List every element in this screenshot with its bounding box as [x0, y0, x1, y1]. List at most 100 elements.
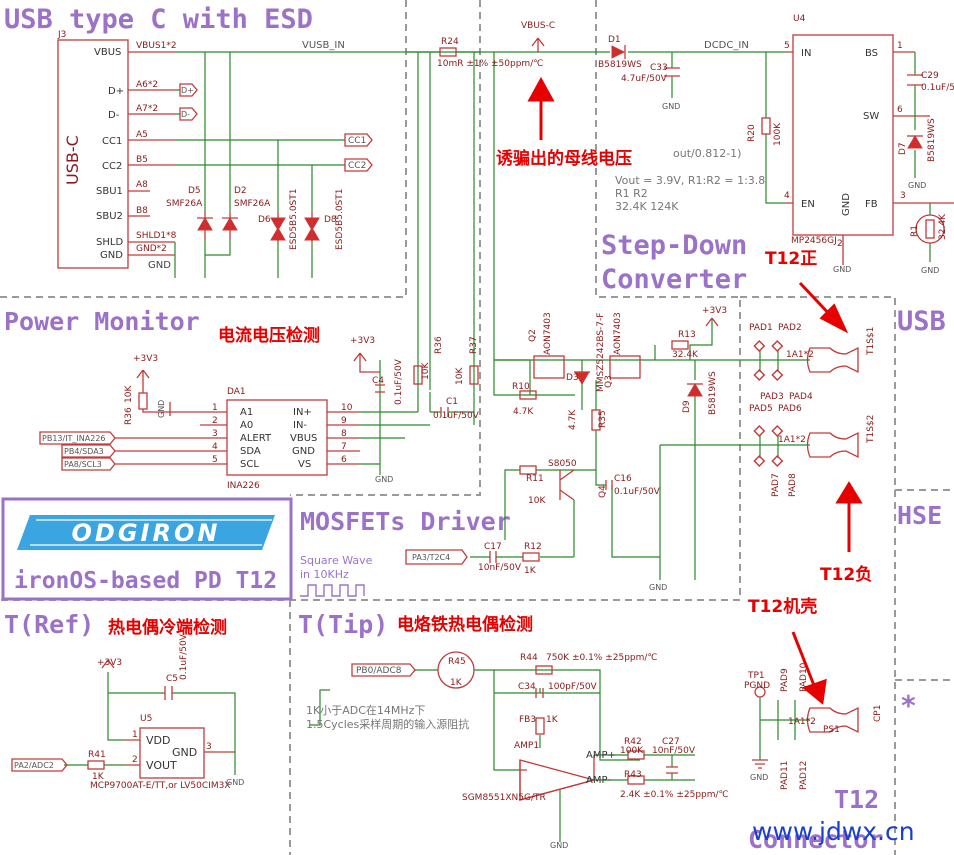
- r41: [87, 760, 105, 770]
- port-dp: D+: [181, 86, 194, 95]
- r1-value: 32.4K: [938, 213, 948, 240]
- section-title-hse: HSE: [897, 501, 942, 530]
- d7-ref: D7: [898, 142, 908, 155]
- v3v3-r13-label: +3V3: [702, 306, 727, 316]
- q3-part: AON7403: [613, 312, 623, 355]
- square-wave-line1: Square Wave: [300, 554, 373, 567]
- annotation-t12-pos: T12正: [765, 249, 817, 269]
- section-title-ttip: T(Tip): [298, 610, 388, 639]
- c27-ref: C27: [662, 737, 680, 747]
- r42-ref: R42: [624, 737, 642, 747]
- amp-part: SGM8551XN5G/TR: [462, 793, 546, 803]
- u4-num-bs: 1: [897, 41, 903, 51]
- r45-ref: R45: [448, 657, 466, 667]
- r35: [591, 409, 601, 431]
- d6-ref: D6: [258, 215, 271, 225]
- usb-pin-dp: D+: [108, 86, 124, 97]
- r41-value: 1K: [92, 772, 105, 782]
- d8-ref: D8: [324, 215, 337, 225]
- r36-b-value: 10K: [421, 362, 431, 380]
- d2-part: SMF26A: [234, 199, 271, 209]
- d8-part: ESD5B5.0ST1: [335, 189, 345, 250]
- q2-ref: Q2: [528, 329, 538, 342]
- gnd-driver: GND: [649, 583, 667, 592]
- port-pb0: PB0/ADC8: [356, 666, 402, 676]
- d7-part: B5819WS: [927, 118, 937, 162]
- pad3: PAD3: [760, 392, 784, 402]
- pad10: PAD10: [799, 662, 809, 692]
- pad1: PAD1: [749, 323, 773, 333]
- usb-pinnum-dm: A7*2: [136, 104, 158, 114]
- q3-ref: Q3: [604, 375, 614, 388]
- section-title-t12: T12: [834, 785, 879, 814]
- usb-pinnum-shld: SHLD1*8: [136, 231, 177, 241]
- logo-subtitle: ironOS-based PD T12: [14, 568, 277, 594]
- gnd-d7: GND: [908, 181, 926, 190]
- r41-ref: R41: [88, 750, 106, 760]
- u4-num-en: 4: [784, 191, 790, 201]
- ps1: PS1: [823, 725, 840, 735]
- usb-pin-shld: SHLD: [96, 237, 123, 248]
- usb-pin-vbus: VBUS: [94, 47, 121, 58]
- gnd-r1: GND: [921, 266, 939, 275]
- r44-ref: R44: [520, 653, 538, 663]
- c4: [375, 384, 385, 393]
- fb3-value: 1K: [546, 715, 559, 725]
- usb-pinnum-cc2: B5: [136, 155, 148, 165]
- r12-value: 1K: [524, 566, 537, 576]
- r13-ref: R13: [678, 330, 696, 340]
- esd-wires: [204, 52, 313, 212]
- d1-part: B5819WS: [598, 60, 642, 70]
- formula-note: out/0.812-1) Vout = 3.9V, R1:R2 = 1:3.8 …: [615, 147, 765, 213]
- c33-ref: C33: [650, 63, 668, 73]
- cp1: CP1: [873, 705, 883, 722]
- c33-value: 4.7uF/50V: [621, 74, 668, 84]
- tip1-pin: 1A1*2: [786, 350, 814, 360]
- u5-pin-gnd: GND: [172, 746, 197, 759]
- ina-num-8: 8: [341, 429, 347, 439]
- port-cc2: CC2: [348, 161, 366, 171]
- amp-plus: AMP+: [586, 750, 616, 761]
- pad4: PAD4: [789, 392, 813, 402]
- usb-c-name: USB-C: [63, 135, 82, 185]
- d7-diode: [907, 135, 923, 149]
- gnd-case: GND: [750, 773, 768, 782]
- port-pb13: PB13/IT_INA226: [42, 434, 106, 443]
- ina-pin-inm: IN-: [293, 420, 307, 431]
- usb-pin-dm: D-: [108, 110, 120, 121]
- ina-num-9: 9: [341, 416, 347, 426]
- usb-pinnum-sbu1: A8: [136, 180, 148, 190]
- ina-pin-vbus: VBUS: [290, 433, 317, 444]
- square-wave-line2: in 10KHz: [300, 568, 349, 581]
- ina-pin-sda: SDA: [240, 446, 261, 457]
- v3v3-u5: [101, 659, 115, 669]
- r37-ref: R37: [469, 336, 479, 354]
- ina226-part: INA226: [227, 481, 260, 491]
- formula-line2: Vout = 3.9V, R1:R2 = 1:3.8: [615, 174, 765, 187]
- u4-part: MP2456GJ: [791, 236, 837, 246]
- u4-pin-fb: FB: [865, 199, 878, 210]
- c4-value: 0.1uF/50V: [394, 358, 404, 405]
- ina-pin-scl: SCL: [240, 459, 259, 470]
- r20-value: 100K: [773, 122, 783, 146]
- port-pa3-shape: [405, 549, 468, 565]
- v3v3-r36-label: +3V3: [133, 354, 158, 364]
- c16-value: 0.1uF/50V: [614, 487, 661, 497]
- annotation-cold-junction: 热电偶冷端检测: [108, 617, 227, 638]
- gnd-amp: GND: [550, 841, 568, 850]
- c17-ref: C17: [484, 542, 502, 552]
- port-pa3: PA3/T2C4: [412, 553, 450, 562]
- q2-part: AON7403: [543, 312, 553, 355]
- c17-value: 10nF/50V: [478, 563, 522, 573]
- ina-pin-inp: IN+: [293, 407, 312, 418]
- u4-pin-gnd: GND: [841, 193, 852, 216]
- c5-ref: C5: [166, 674, 178, 684]
- port-pa2: PA2/ADC2: [14, 761, 54, 770]
- c16: [605, 480, 613, 490]
- r10: [519, 390, 537, 400]
- c33: [664, 67, 680, 77]
- v3v3-u5-label: +3V3: [97, 658, 122, 668]
- usb-pinnum-sbu2: B8: [136, 206, 148, 216]
- usb-pin-gnd: GND: [100, 250, 123, 261]
- d9-ref: D9: [682, 400, 692, 413]
